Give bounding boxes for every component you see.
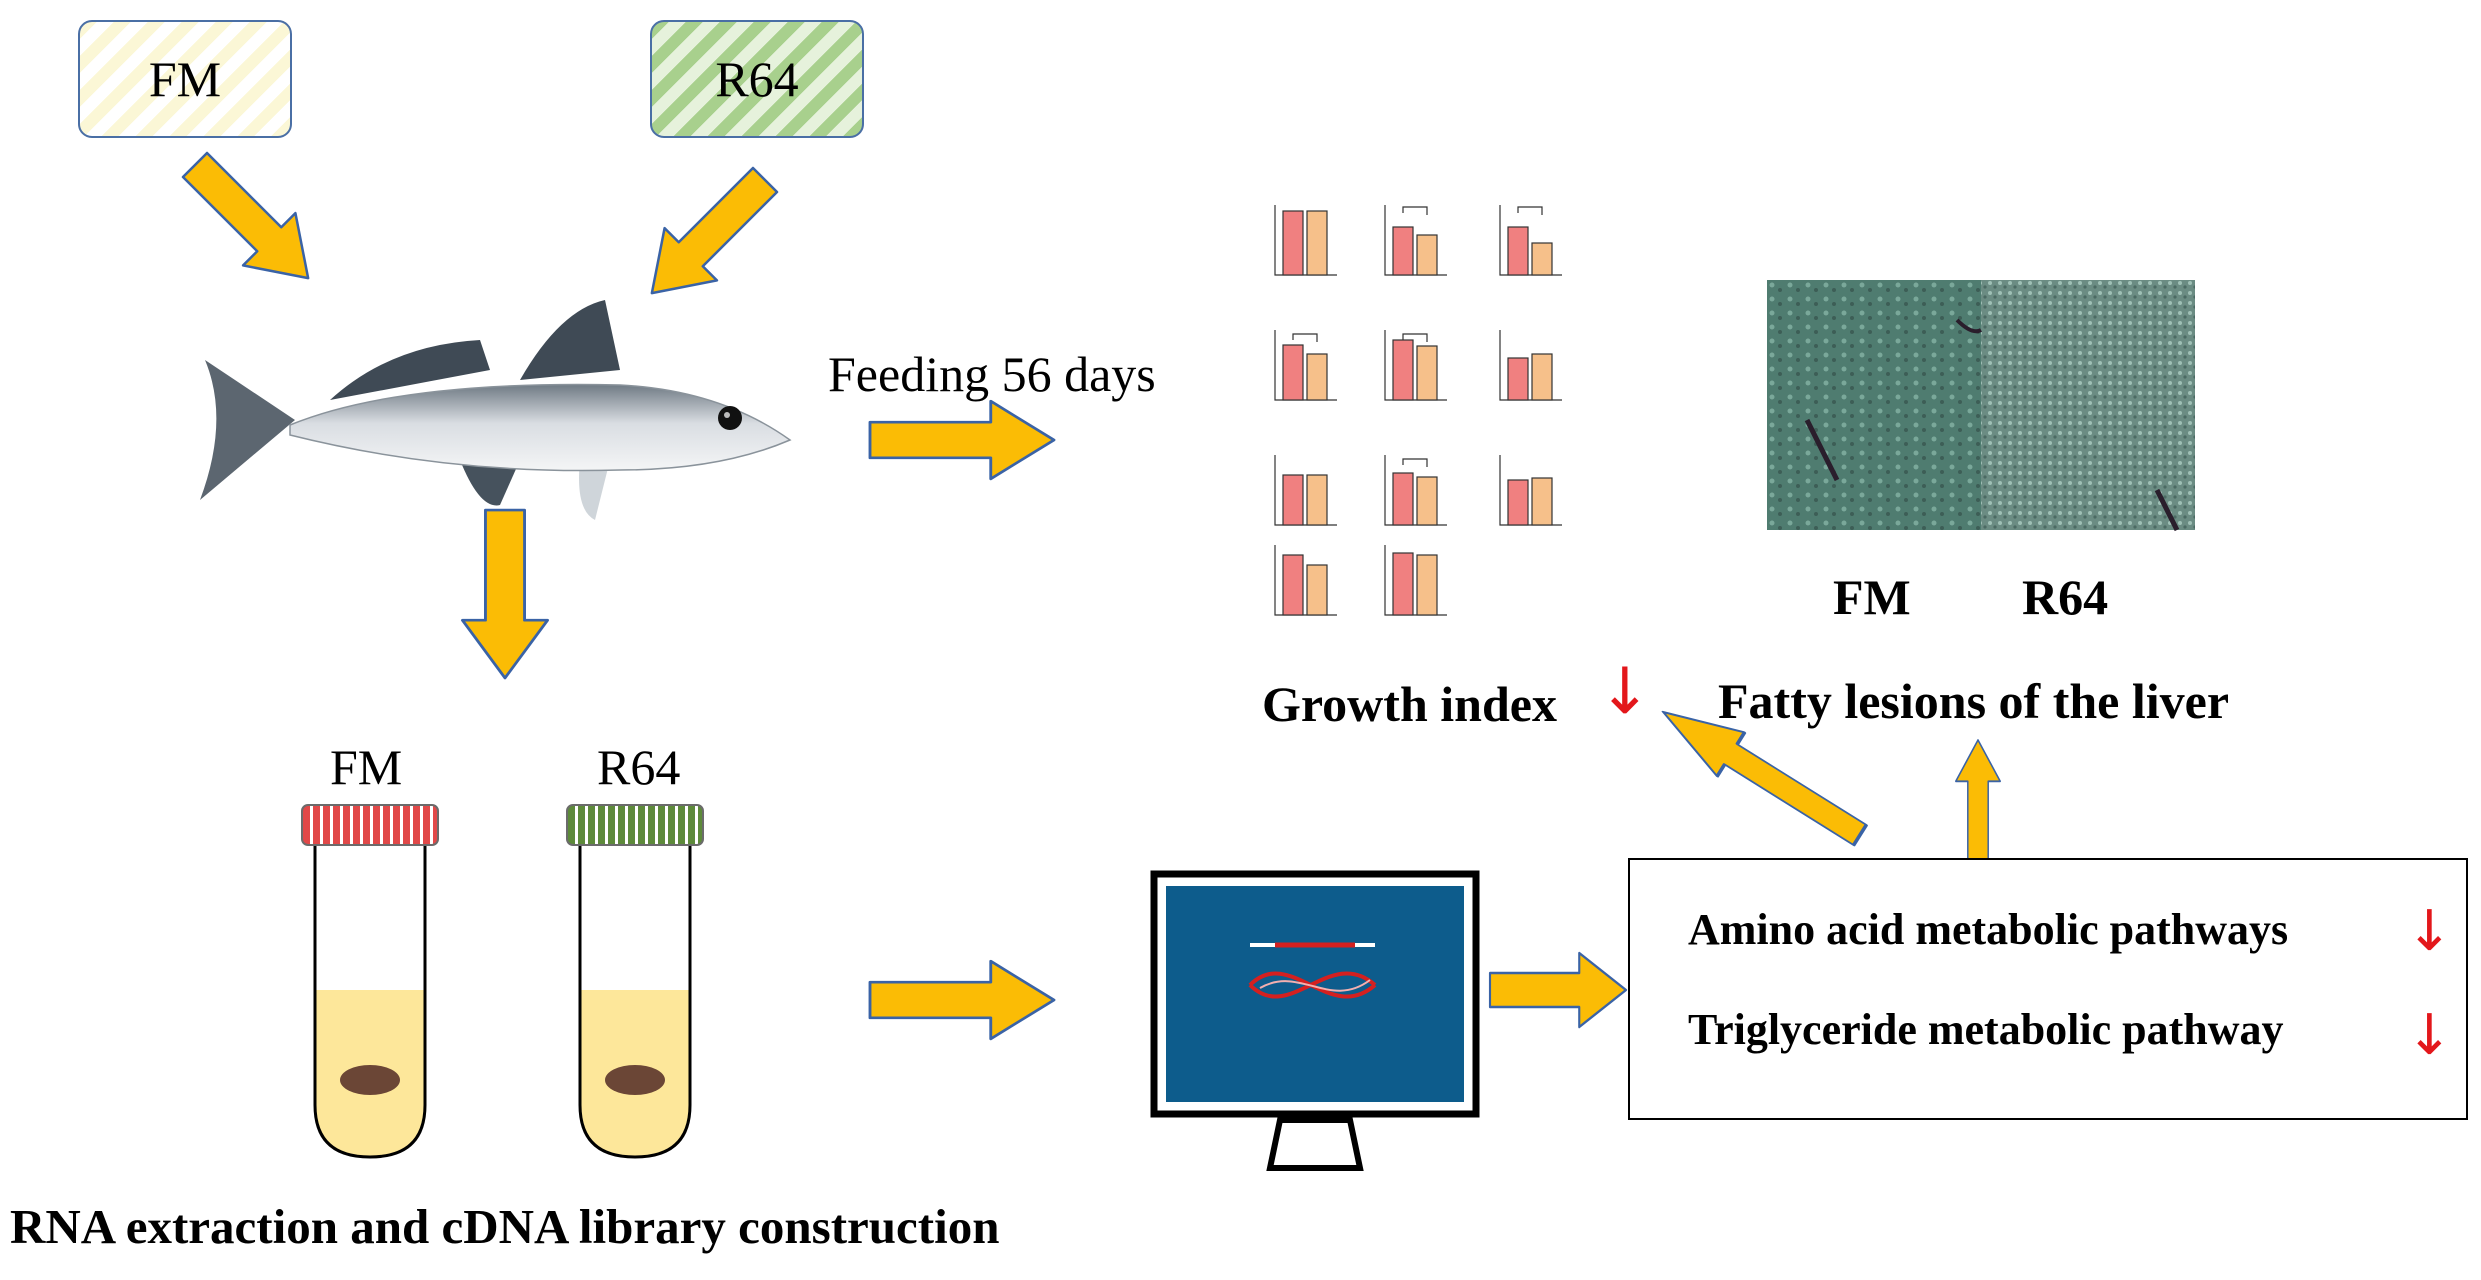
tube-label-fm: FM <box>330 739 403 795</box>
dna-icon <box>1248 942 1377 999</box>
test-tube-r64 <box>566 804 704 1159</box>
fish-illustration <box>200 300 792 520</box>
monitor-icon <box>1150 870 1480 1171</box>
liver-label-r64: R64 <box>2022 569 2109 625</box>
arrow-fm-to-fish <box>167 137 336 306</box>
liver-caption: Fatty lesions of the liver <box>1718 673 2230 729</box>
rna-caption: RNA extraction and cDNA library construc… <box>10 1199 1000 1254</box>
test-tube-fm <box>301 804 439 1159</box>
diet-box-fm: FM <box>78 20 292 138</box>
mini-chart <box>1499 205 1562 276</box>
feeding-label: Feeding 56 days <box>828 346 1156 402</box>
pathways-box: Amino acid metabolic pathways ↓ Triglyce… <box>1628 858 2468 1120</box>
mini-chart <box>1384 205 1447 276</box>
diet-box-r64: R64 <box>650 20 864 138</box>
mini-chart <box>1384 545 1447 616</box>
diet-label-r64: R64 <box>715 51 799 107</box>
mini-chart <box>1499 330 1562 401</box>
mini-chart <box>1499 455 1562 526</box>
arrow-feeding <box>868 399 1056 481</box>
arrow-r64-to-fish <box>624 152 793 321</box>
mini-chart <box>1274 455 1337 526</box>
mini-chart <box>1274 545 1337 616</box>
liver-micrograph <box>1767 280 2195 532</box>
mini-chart <box>1274 330 1337 401</box>
pathway-amino: Amino acid metabolic pathways <box>1688 905 2289 954</box>
arrow-tubes-to-monitor <box>868 959 1056 1041</box>
tube-label-r64: R64 <box>597 739 681 795</box>
diet-label-fm: FM <box>148 51 222 107</box>
pathway-triglyceride: Triglyceride metabolic pathway <box>1688 1005 2284 1054</box>
arrow-fish-to-tubes <box>461 508 549 680</box>
mini-chart <box>1274 205 1337 276</box>
growth-down-arrow: ↓ <box>1598 655 1652 729</box>
arrow-monitor-to-pathways <box>1488 951 1628 1029</box>
growth-index-charts <box>1274 205 1562 616</box>
growth-caption: Growth index <box>1262 676 1557 732</box>
arrow-pathways-to-liver <box>1954 739 2002 861</box>
triglyceride-down-arrow: ↓ <box>2406 1003 2453 1068</box>
mini-chart <box>1384 330 1447 401</box>
mini-chart <box>1384 455 1447 526</box>
liver-label-fm: FM <box>1833 569 1911 625</box>
amino-down-arrow: ↓ <box>2406 899 2453 964</box>
